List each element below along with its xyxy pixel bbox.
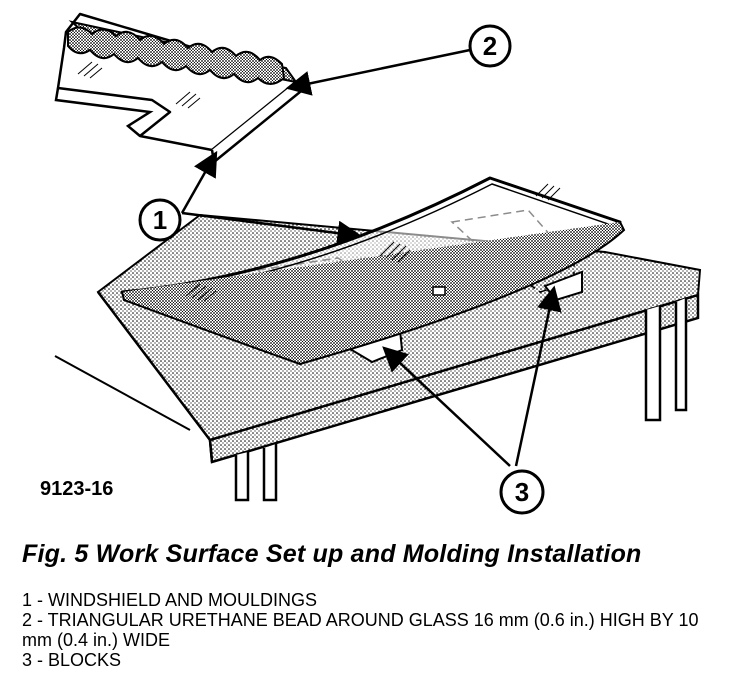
windshield-work-surface-illustration: 1 2 3 bbox=[54, 12, 702, 515]
svg-text:3: 3 bbox=[515, 477, 529, 507]
callout-3: 3 bbox=[499, 469, 545, 515]
figure-caption: Fig. 5 Work Surface Set up and Molding I… bbox=[22, 540, 642, 568]
windshield bbox=[120, 176, 626, 366]
svg-text:2: 2 bbox=[483, 31, 497, 61]
callout-1: 1 bbox=[138, 198, 182, 242]
detail-glass-edge bbox=[54, 12, 302, 165]
legend-item-3: 3 - BLOCKS bbox=[22, 650, 122, 670]
legend-item-1: 1 - WINDSHIELD AND MOULDINGS bbox=[22, 590, 318, 610]
leader-lines bbox=[180, 48, 562, 467]
svg-text:1: 1 bbox=[153, 205, 167, 235]
figure-id: 9123-16 bbox=[40, 478, 114, 500]
callout-2: 2 bbox=[468, 24, 512, 68]
legend: 1 - WINDSHIELD AND MOULDINGS 2 - TRIANGU… bbox=[22, 590, 722, 670]
legend-item-2: 2 - TRIANGULAR URETHANE BEAD AROUND GLAS… bbox=[22, 610, 699, 650]
